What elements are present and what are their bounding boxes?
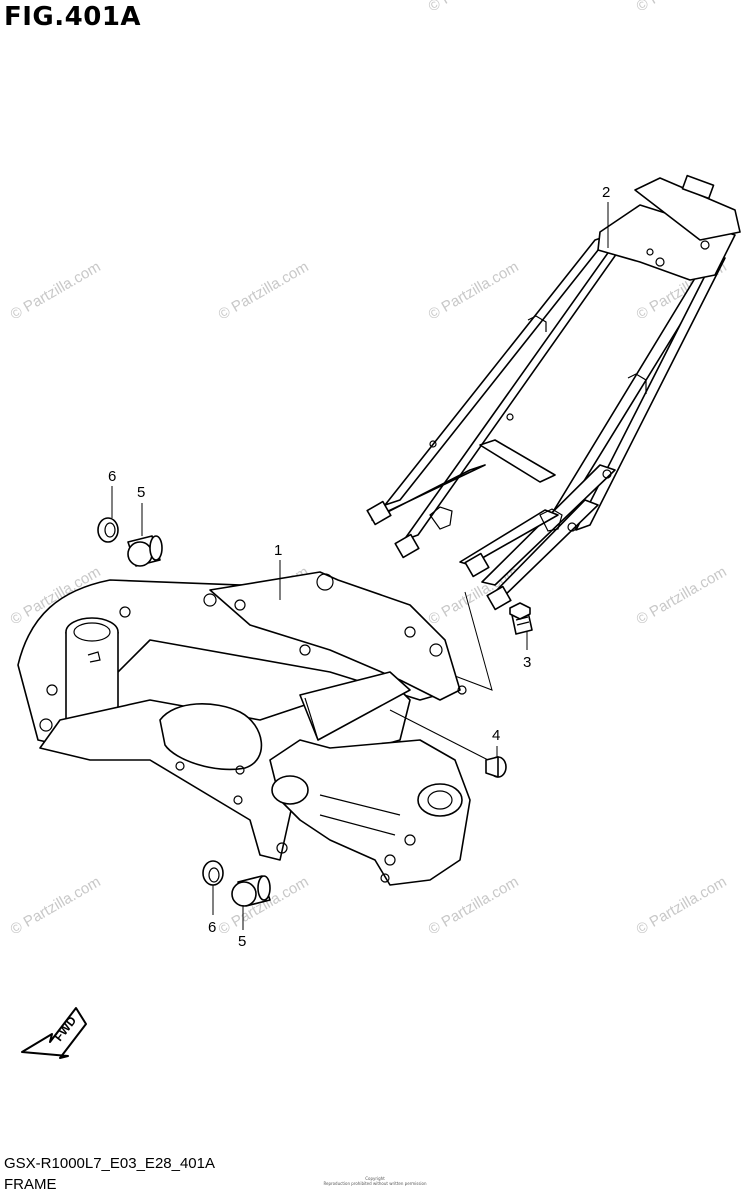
- watermark: © Partzilla.com: [8, 873, 104, 938]
- figure-title: FIG.401A: [4, 2, 142, 32]
- watermark: © Partzilla.com: [426, 873, 522, 938]
- watermark: © Partzilla.com: [8, 258, 104, 323]
- main-frame-drawing: [17, 571, 493, 886]
- watermark: © Partzilla.com: [426, 0, 522, 15]
- upper-spacer-and-cushion: [97, 517, 163, 567]
- copyright-notice: Copyright Reproduction prohibited withou…: [305, 1176, 445, 1186]
- callout-5-lower: 5: [238, 933, 246, 950]
- watermark: © Partzilla.com: [426, 258, 522, 323]
- callout-6: 6: [108, 468, 116, 485]
- callout-2: 2: [602, 184, 610, 201]
- callout-labels: 1 2 3 4 5 6 5 6: [108, 184, 610, 950]
- watermark: © Partzilla.com: [634, 0, 730, 15]
- plug-4-drawing: [485, 756, 507, 778]
- callout-3: 3: [523, 654, 531, 671]
- watermark: © Partzilla.com: [216, 258, 312, 323]
- copyright-line-1: Copyright: [365, 1176, 385, 1181]
- assembly-guide-line: [454, 591, 493, 691]
- diagram-name: FRAME: [4, 1176, 57, 1193]
- forward-direction-arrow: FWD: [21, 1007, 87, 1059]
- watermark: © Partzilla.com: [634, 563, 730, 628]
- callout-4: 4: [492, 727, 500, 744]
- callout-5: 5: [137, 484, 145, 501]
- bolt-3-drawing: [509, 602, 533, 635]
- seat-rail-drawing: [366, 174, 741, 611]
- callout-6-lower: 6: [208, 919, 216, 936]
- diagram-code: GSX-R1000L7_E03_E28_401A: [4, 1155, 215, 1172]
- watermark: © Partzilla.com: [634, 873, 730, 938]
- copyright-line-2: Reproduction prohibited without written …: [323, 1181, 427, 1186]
- lower-spacer-and-cushion: [202, 860, 271, 907]
- callout-1: 1: [274, 542, 282, 559]
